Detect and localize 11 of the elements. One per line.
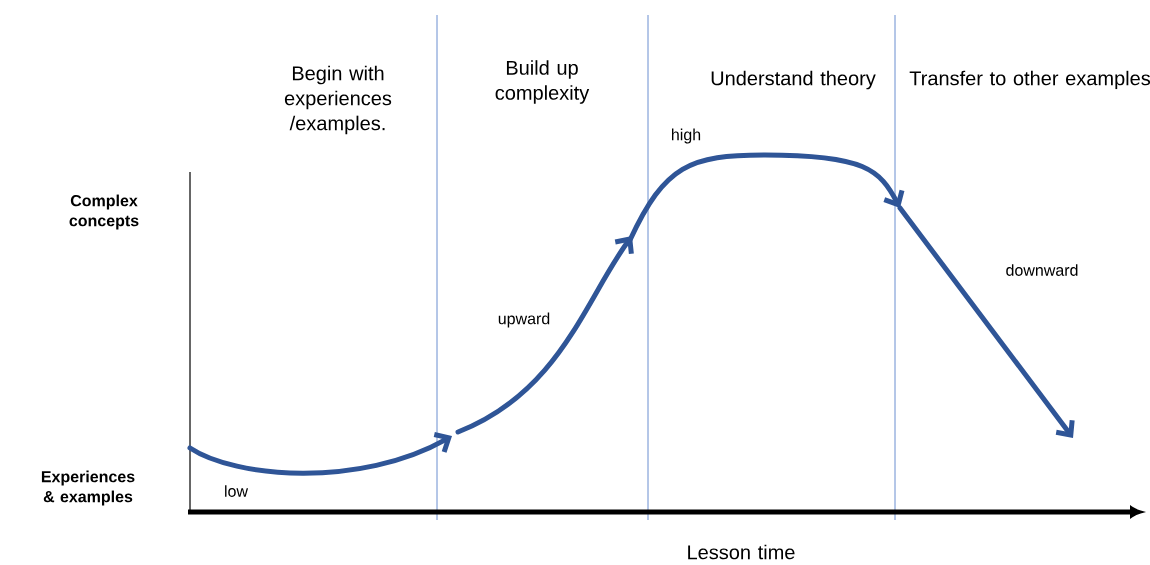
phase-heading: Build up complexity	[495, 60, 590, 104]
phase-heading: Begin with experiences /examples.	[284, 65, 392, 135]
curve-label: high	[672, 128, 701, 144]
curve-label: downward	[1006, 264, 1078, 276]
phase-heading: Understand theory	[711, 70, 876, 90]
axis-label: Experiences & examples	[41, 470, 135, 506]
curve-label: upward	[498, 312, 550, 328]
axis-title: Lesson time	[688, 544, 795, 560]
phase-heading: Transfer to other examples	[909, 70, 1150, 90]
axis-label: Complex concepts	[69, 194, 139, 230]
curve-label: low	[225, 485, 249, 497]
